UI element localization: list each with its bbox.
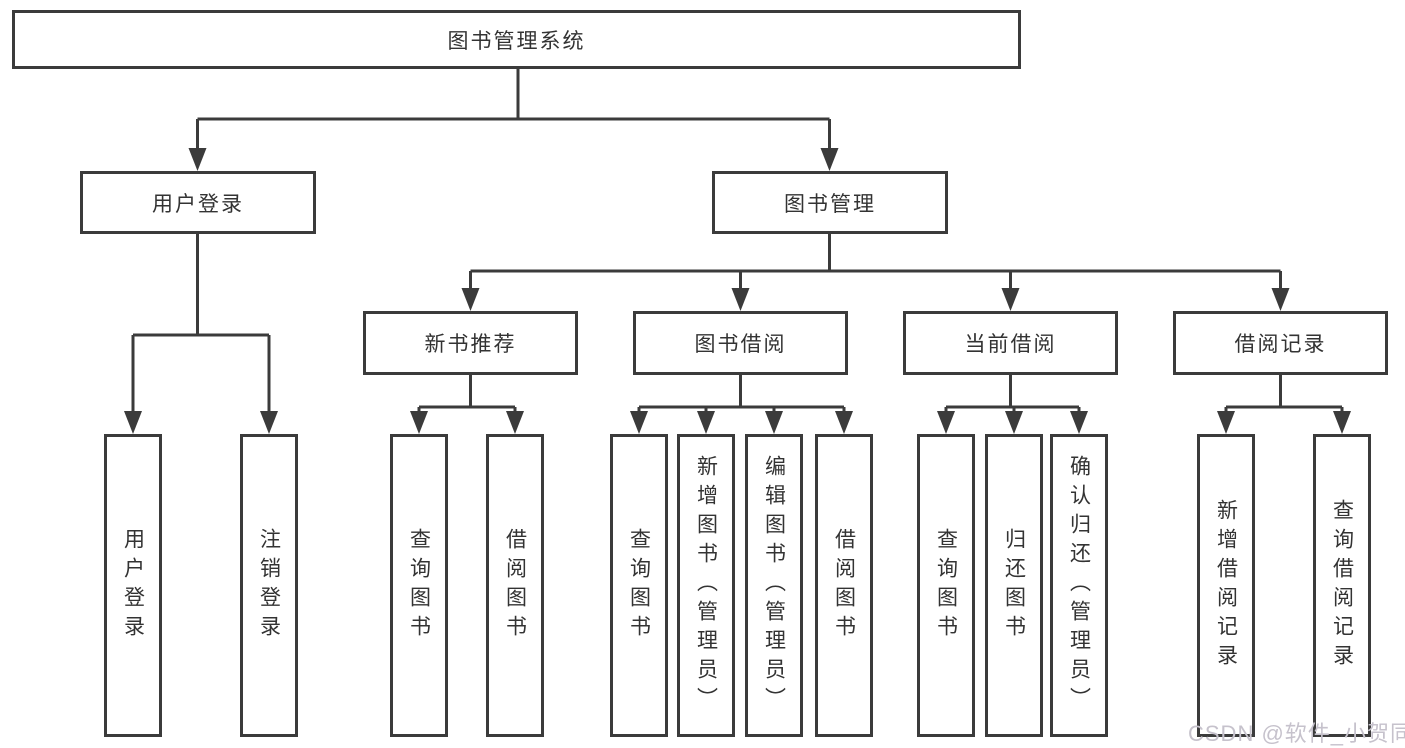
csdn-watermark: CSDN @软件_小贺同学 (1188, 721, 1405, 746)
leaf-query-borrow-record: 查询借阅记录 (1313, 434, 1371, 737)
connector-paths (131, 68, 1344, 421)
node-book-management-label: 图书管理 (784, 192, 876, 216)
connector-new-book-children (417, 375, 517, 421)
node-library-system-label: 图书管理系统 (447, 29, 586, 53)
connector-root-to-level2 (196, 68, 831, 157)
node-new-book-recommend: 新书推荐 (363, 311, 578, 375)
arrowhead (1271, 288, 1290, 311)
arrowhead (188, 148, 207, 171)
arrowhead (1070, 411, 1088, 434)
arrowhead (630, 411, 648, 434)
node-new-book-recommend-label: 新书推荐 (424, 333, 517, 356)
leaf-add-borrow-record-label: 新增借阅记录 (1214, 498, 1238, 673)
node-borrowing-records-label: 借阅记录 (1234, 333, 1327, 356)
arrowhead (1333, 411, 1351, 434)
arrowhead (260, 411, 278, 434)
node-user-login-label: 用户登录 (152, 192, 244, 216)
leaf-logout: 注销登录 (240, 434, 298, 737)
leaf-query-books-recommend-label: 查询图书 (407, 527, 431, 644)
leaf-borrow-books-recommend-label: 借阅图书 (503, 527, 527, 644)
node-borrowing-records: 借阅记录 (1173, 311, 1388, 375)
leaf-add-books-admin: 新增图书（管理员） (677, 434, 735, 737)
leaf-add-books-admin-label: 新增图书（管理员） (694, 455, 718, 716)
node-library-system: 图书管理系统 (12, 10, 1021, 69)
arrowhead (124, 411, 142, 434)
node-current-borrowing: 当前借阅 (903, 311, 1118, 375)
leaf-query-books-recommend: 查询图书 (390, 434, 448, 737)
node-book-borrowing: 图书借阅 (633, 311, 848, 375)
leaf-add-borrow-record: 新增借阅记录 (1197, 434, 1255, 737)
connector-book-mgmt-to-level3 (469, 234, 1282, 297)
arrowhead (937, 411, 955, 434)
leaf-return-books-label: 归还图书 (1002, 527, 1026, 644)
arrowhead (506, 411, 524, 434)
leaf-borrow-books-recommend: 借阅图书 (486, 434, 544, 737)
node-book-borrowing-label: 图书借阅 (694, 333, 787, 356)
arrowhead (1005, 411, 1023, 434)
leaf-logout-label: 注销登录 (257, 527, 281, 644)
arrowhead (461, 288, 480, 311)
arrowhead (1001, 288, 1020, 311)
arrowhead (835, 411, 853, 434)
arrowhead (1217, 411, 1235, 434)
leaf-user-login-label: 用户登录 (121, 527, 145, 644)
node-user-login: 用户登录 (80, 171, 316, 234)
arrowhead (731, 288, 750, 311)
connector-user-login-children (131, 234, 271, 421)
connector-book-borrow-children (637, 375, 846, 421)
leaf-edit-books-admin: 编辑图书（管理员） (745, 434, 803, 737)
node-current-borrowing-label: 当前借阅 (964, 333, 1057, 356)
leaf-query-books-current-label: 查询图书 (934, 527, 958, 644)
node-book-management: 图书管理 (712, 171, 948, 234)
arrowhead (820, 148, 839, 171)
leaf-query-books-borrow: 查询图书 (610, 434, 668, 737)
arrowheads (124, 148, 1351, 434)
leaf-return-books: 归还图书 (985, 434, 1043, 737)
arrowhead (765, 411, 783, 434)
leaf-query-books-current: 查询图书 (917, 434, 975, 737)
leaf-confirm-return-admin: 确认归还（管理员） (1050, 434, 1108, 737)
arrowhead (697, 411, 715, 434)
connector-borrow-record-children (1224, 375, 1344, 421)
leaf-user-login: 用户登录 (104, 434, 162, 737)
leaf-borrow-books-label: 借阅图书 (832, 527, 856, 644)
arrowhead (410, 411, 428, 434)
leaf-query-books-borrow-label: 查询图书 (627, 527, 651, 644)
leaf-borrow-books: 借阅图书 (815, 434, 873, 737)
leaf-query-borrow-record-label: 查询借阅记录 (1330, 498, 1354, 673)
leaf-edit-books-admin-label: 编辑图书（管理员） (762, 455, 786, 716)
leaf-confirm-return-admin-label: 确认归还（管理员） (1067, 455, 1091, 716)
